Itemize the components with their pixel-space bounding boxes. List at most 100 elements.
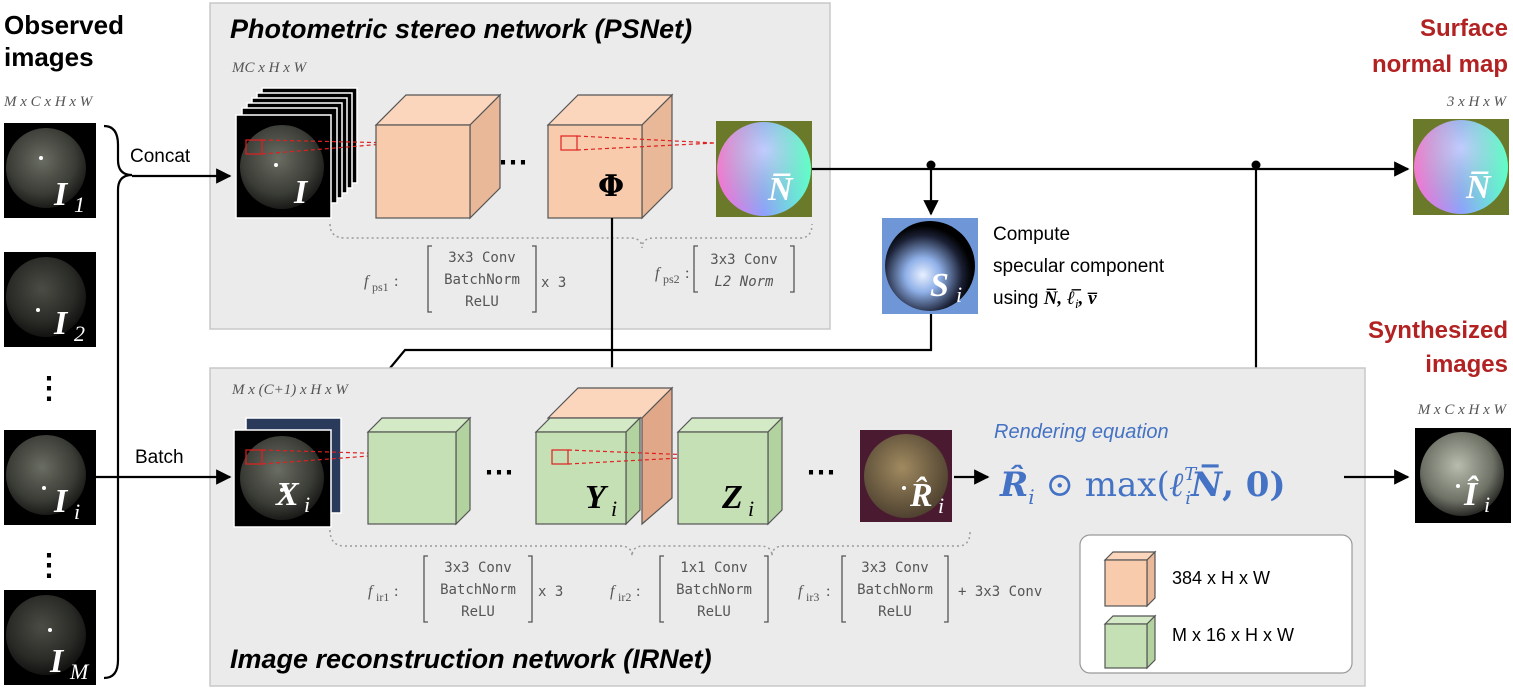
svg-text::: : [826, 583, 830, 600]
observed-image-m: I M [4, 590, 96, 685]
irnet-x-label: X [275, 476, 300, 513]
observed-brace [103, 124, 133, 680]
psnet-f1: f ps1 : 3x3 Conv BatchNorm ReLU x 3 [364, 245, 566, 313]
observed-image-2: I 2 [4, 252, 96, 347]
irnet-dots-2: ⋯ [806, 456, 836, 489]
specular-text-2: specular component [993, 256, 1165, 277]
observed-sub-m: M [69, 659, 90, 684]
psnet-block-1 [374, 93, 502, 220]
observed-label-2: I [53, 305, 69, 342]
irnet-f3: f ir3 : 3x3 Conv BatchNorm ReLU + 3x3 Co… [798, 555, 1042, 623]
legend-swatch-irnet [1103, 614, 1157, 670]
irnet-y-sub: i [611, 496, 617, 521]
specular-text-1: Compute [993, 224, 1070, 245]
psnet-feature-label: Φ [598, 169, 624, 204]
psnet-f1-suffix: x 3 [541, 275, 566, 291]
synth-image: Î i [1415, 428, 1511, 523]
synth-label: Î [1463, 475, 1479, 513]
irnet-f1-sub: ir1 [376, 590, 389, 604]
synth-title-2: images [1425, 351, 1508, 378]
output-normal-map: N̅ [1413, 119, 1509, 215]
observed-label-1: I [53, 176, 69, 213]
psnet-f1-line2: BatchNorm [444, 272, 520, 288]
irnet-f1: f ir1 : 3x3 Conv BatchNorm ReLU x 3 [368, 555, 563, 623]
output-normal-title-1: Surface [1420, 15, 1508, 42]
irnet-f1-suffix: x 3 [538, 584, 563, 600]
psnet-normal-map: N̅ [716, 121, 812, 217]
irnet-f1-line2: BatchNorm [440, 582, 516, 598]
specular-sub: i [956, 282, 962, 307]
psnet-block-phi: Φ [546, 93, 674, 220]
irnet-block-z: Z i [676, 416, 784, 526]
irnet-title: Image reconstruction network (IRNet) [230, 644, 712, 674]
psnet-f2-name: f [655, 265, 662, 282]
irnet-dots-1: ⋯ [484, 456, 514, 489]
irnet-f1-line3: ReLU [461, 604, 495, 620]
observed-title-line1: Observed [4, 10, 124, 40]
synth-sub: i [1484, 492, 1490, 517]
psnet-f2-line1: 3x3 Conv [710, 252, 777, 268]
psnet-normal-label: N̅ [767, 171, 794, 208]
psnet-title: Photometric stereo network (PSNet) [230, 14, 692, 44]
legend-swatch-psnet [1103, 550, 1157, 608]
observed-vdots-1: ⋮ [34, 372, 64, 405]
svg-text::: : [394, 273, 398, 290]
observed-image-i: I i [4, 430, 96, 525]
irnet-x-sub: i [304, 492, 310, 517]
observed-title-line2: images [4, 42, 94, 72]
output-normal-title-2: normal map [1372, 51, 1508, 78]
irnet-r-sub: i [938, 493, 944, 518]
irnet-r-label: R̂ [909, 475, 933, 514]
svg-text::: : [685, 265, 689, 282]
observed-vdots-2: ⋮ [34, 549, 64, 582]
irnet-z-label: Z [721, 479, 743, 516]
psnet-f2-line2: L2 Norm [714, 274, 774, 290]
psnet-input-label: I [293, 174, 309, 211]
irnet-f3-sub: ir3 [806, 590, 819, 604]
irnet-r-image: R̂ i [860, 430, 952, 522]
irnet-y-label: Y [585, 479, 609, 516]
irnet-f2-name: f [610, 583, 617, 600]
psnet-f2-sub: ps2 [663, 272, 680, 286]
synth-dims: M x C x H x W [1417, 402, 1508, 418]
svg-text::: : [636, 583, 640, 600]
legend-label-psnet: 384 x H x W [1172, 568, 1270, 588]
observed-image-1: I 1 [4, 123, 96, 218]
synth-title-1: Synthesized [1368, 317, 1508, 344]
psnet-input-dims: MC x H x W [231, 60, 308, 76]
irnet-z-sub: i [748, 496, 754, 521]
irnet-f2-line3: ReLU [697, 604, 731, 620]
psnet-f1-sub: ps1 [372, 280, 389, 294]
observed-label-m: I [49, 643, 65, 680]
irnet-input-x: X i [233, 417, 342, 528]
specular-text-3: using N̅, ℓ̅i, v̅ [993, 288, 1098, 311]
rendering-title: Rendering equation [994, 421, 1169, 443]
irnet-f2-line2: BatchNorm [676, 582, 752, 598]
irnet-f2-sub: ir2 [618, 590, 631, 604]
concat-label: Concat [130, 146, 191, 167]
irnet-f2-line1: 1x1 Conv [680, 560, 747, 576]
output-normal-label: N̅ [1465, 169, 1492, 206]
irnet-input-dims: M x (C+1) x H x W [231, 382, 349, 398]
specular-image: S i [882, 218, 978, 314]
irnet-f3-line1: 3x3 Conv [861, 560, 928, 576]
psnet-f1-line3: ReLU [465, 294, 499, 310]
irnet-f3-line2: BatchNorm [857, 582, 933, 598]
irnet-block-1 [366, 416, 472, 526]
irnet-block-y: Y i [534, 386, 674, 526]
irnet-f1-line1: 3x3 Conv [444, 560, 511, 576]
irnet-f2: f ir2 : 1x1 Conv BatchNorm ReLU [610, 555, 769, 623]
batch-label: Batch [135, 447, 184, 468]
legend: 384 x H x W M x 16 x H x W [1079, 534, 1353, 674]
irnet-f3-line3: ReLU [878, 604, 912, 620]
psnet-input-stack: I [235, 87, 358, 219]
psnet-f2: f ps2 : 3x3 Conv L2 Norm [655, 245, 795, 293]
observed-sub-1: 1 [74, 192, 85, 217]
psnet-dots: ⋯ [498, 146, 528, 179]
specular-label: S [930, 267, 949, 304]
psnet-f1-line1: 3x3 Conv [448, 250, 515, 266]
psnet-bracket [329, 223, 813, 249]
observed-label-i: I [53, 483, 69, 520]
